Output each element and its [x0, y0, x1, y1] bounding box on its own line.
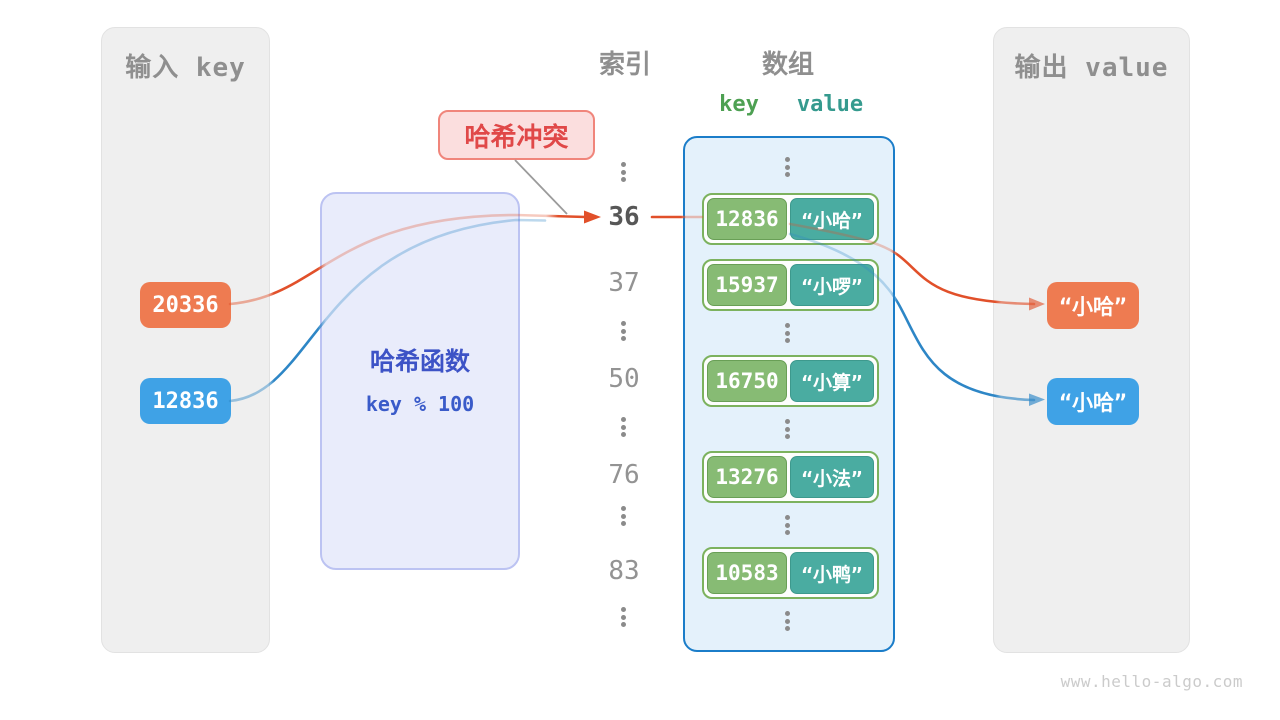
array-row: 15937 “小啰”: [702, 259, 879, 311]
hash-function-box: 哈希函数 key % 100: [320, 192, 520, 570]
index-label-83: 83: [608, 556, 640, 586]
index-label-36: 36: [608, 202, 640, 232]
ellipsis-dots: [621, 607, 626, 630]
array-key-cell: 13276: [707, 456, 787, 498]
array-key-cell: 16750: [707, 360, 787, 402]
collision-badge: 哈希冲突: [438, 110, 595, 160]
ellipsis-dots: [621, 506, 626, 529]
key-column-header: key: [719, 92, 759, 117]
index-label-50: 50: [608, 364, 640, 394]
input-key-box-blue: 12836: [140, 378, 231, 424]
output-panel-title: 输出 value: [1014, 53, 1169, 83]
input-panel-title: 输入 key: [125, 53, 246, 83]
ellipsis-dots: [785, 611, 790, 634]
array-header: 数组: [761, 50, 814, 80]
input-panel: 输入 key 20336 12836: [101, 27, 270, 653]
output-value-box-orange: “小哈”: [1047, 282, 1139, 329]
ellipsis-dots: [785, 515, 790, 538]
array-value-cell: “小鸭”: [790, 552, 874, 594]
array-value-cell: “小哈”: [790, 198, 874, 240]
ellipsis-dots: [785, 419, 790, 442]
input-key-box-orange: 20336: [140, 282, 231, 328]
hash-function-title: 哈希函数: [369, 347, 470, 376]
ellipsis-dots: [621, 321, 626, 344]
site-watermark: www.hello-algo.com: [1060, 672, 1243, 691]
array-key-cell: 12836: [707, 198, 787, 240]
output-value-box-blue: “小哈”: [1047, 378, 1139, 425]
ellipsis-dots: [621, 162, 626, 185]
array-key-cell: 10583: [707, 552, 787, 594]
value-column-header: value: [796, 92, 864, 117]
ellipsis-dots: [785, 157, 790, 180]
array-row: 10583 “小鸭”: [702, 547, 879, 599]
index-label-37: 37: [608, 268, 640, 298]
index-header: 索引: [598, 50, 651, 80]
ellipsis-dots: [621, 417, 626, 440]
array-panel: 12836 “小哈” 15937 “小啰” 16750 “小算” 13276 “…: [683, 136, 895, 652]
collision-pointer-line: [514, 159, 568, 215]
array-row: 16750 “小算”: [702, 355, 879, 407]
array-value-cell: “小法”: [790, 456, 874, 498]
array-key-cell: 15937: [707, 264, 787, 306]
output-panel: 输出 value “小哈” “小哈”: [993, 27, 1190, 653]
array-row: 12836 “小哈”: [702, 193, 879, 245]
ellipsis-dots: [785, 323, 790, 346]
hash-function-formula: key % 100: [365, 392, 475, 416]
array-value-cell: “小算”: [790, 360, 874, 402]
array-value-cell: “小啰”: [790, 264, 874, 306]
array-row: 13276 “小法”: [702, 451, 879, 503]
index-label-76: 76: [608, 460, 640, 490]
